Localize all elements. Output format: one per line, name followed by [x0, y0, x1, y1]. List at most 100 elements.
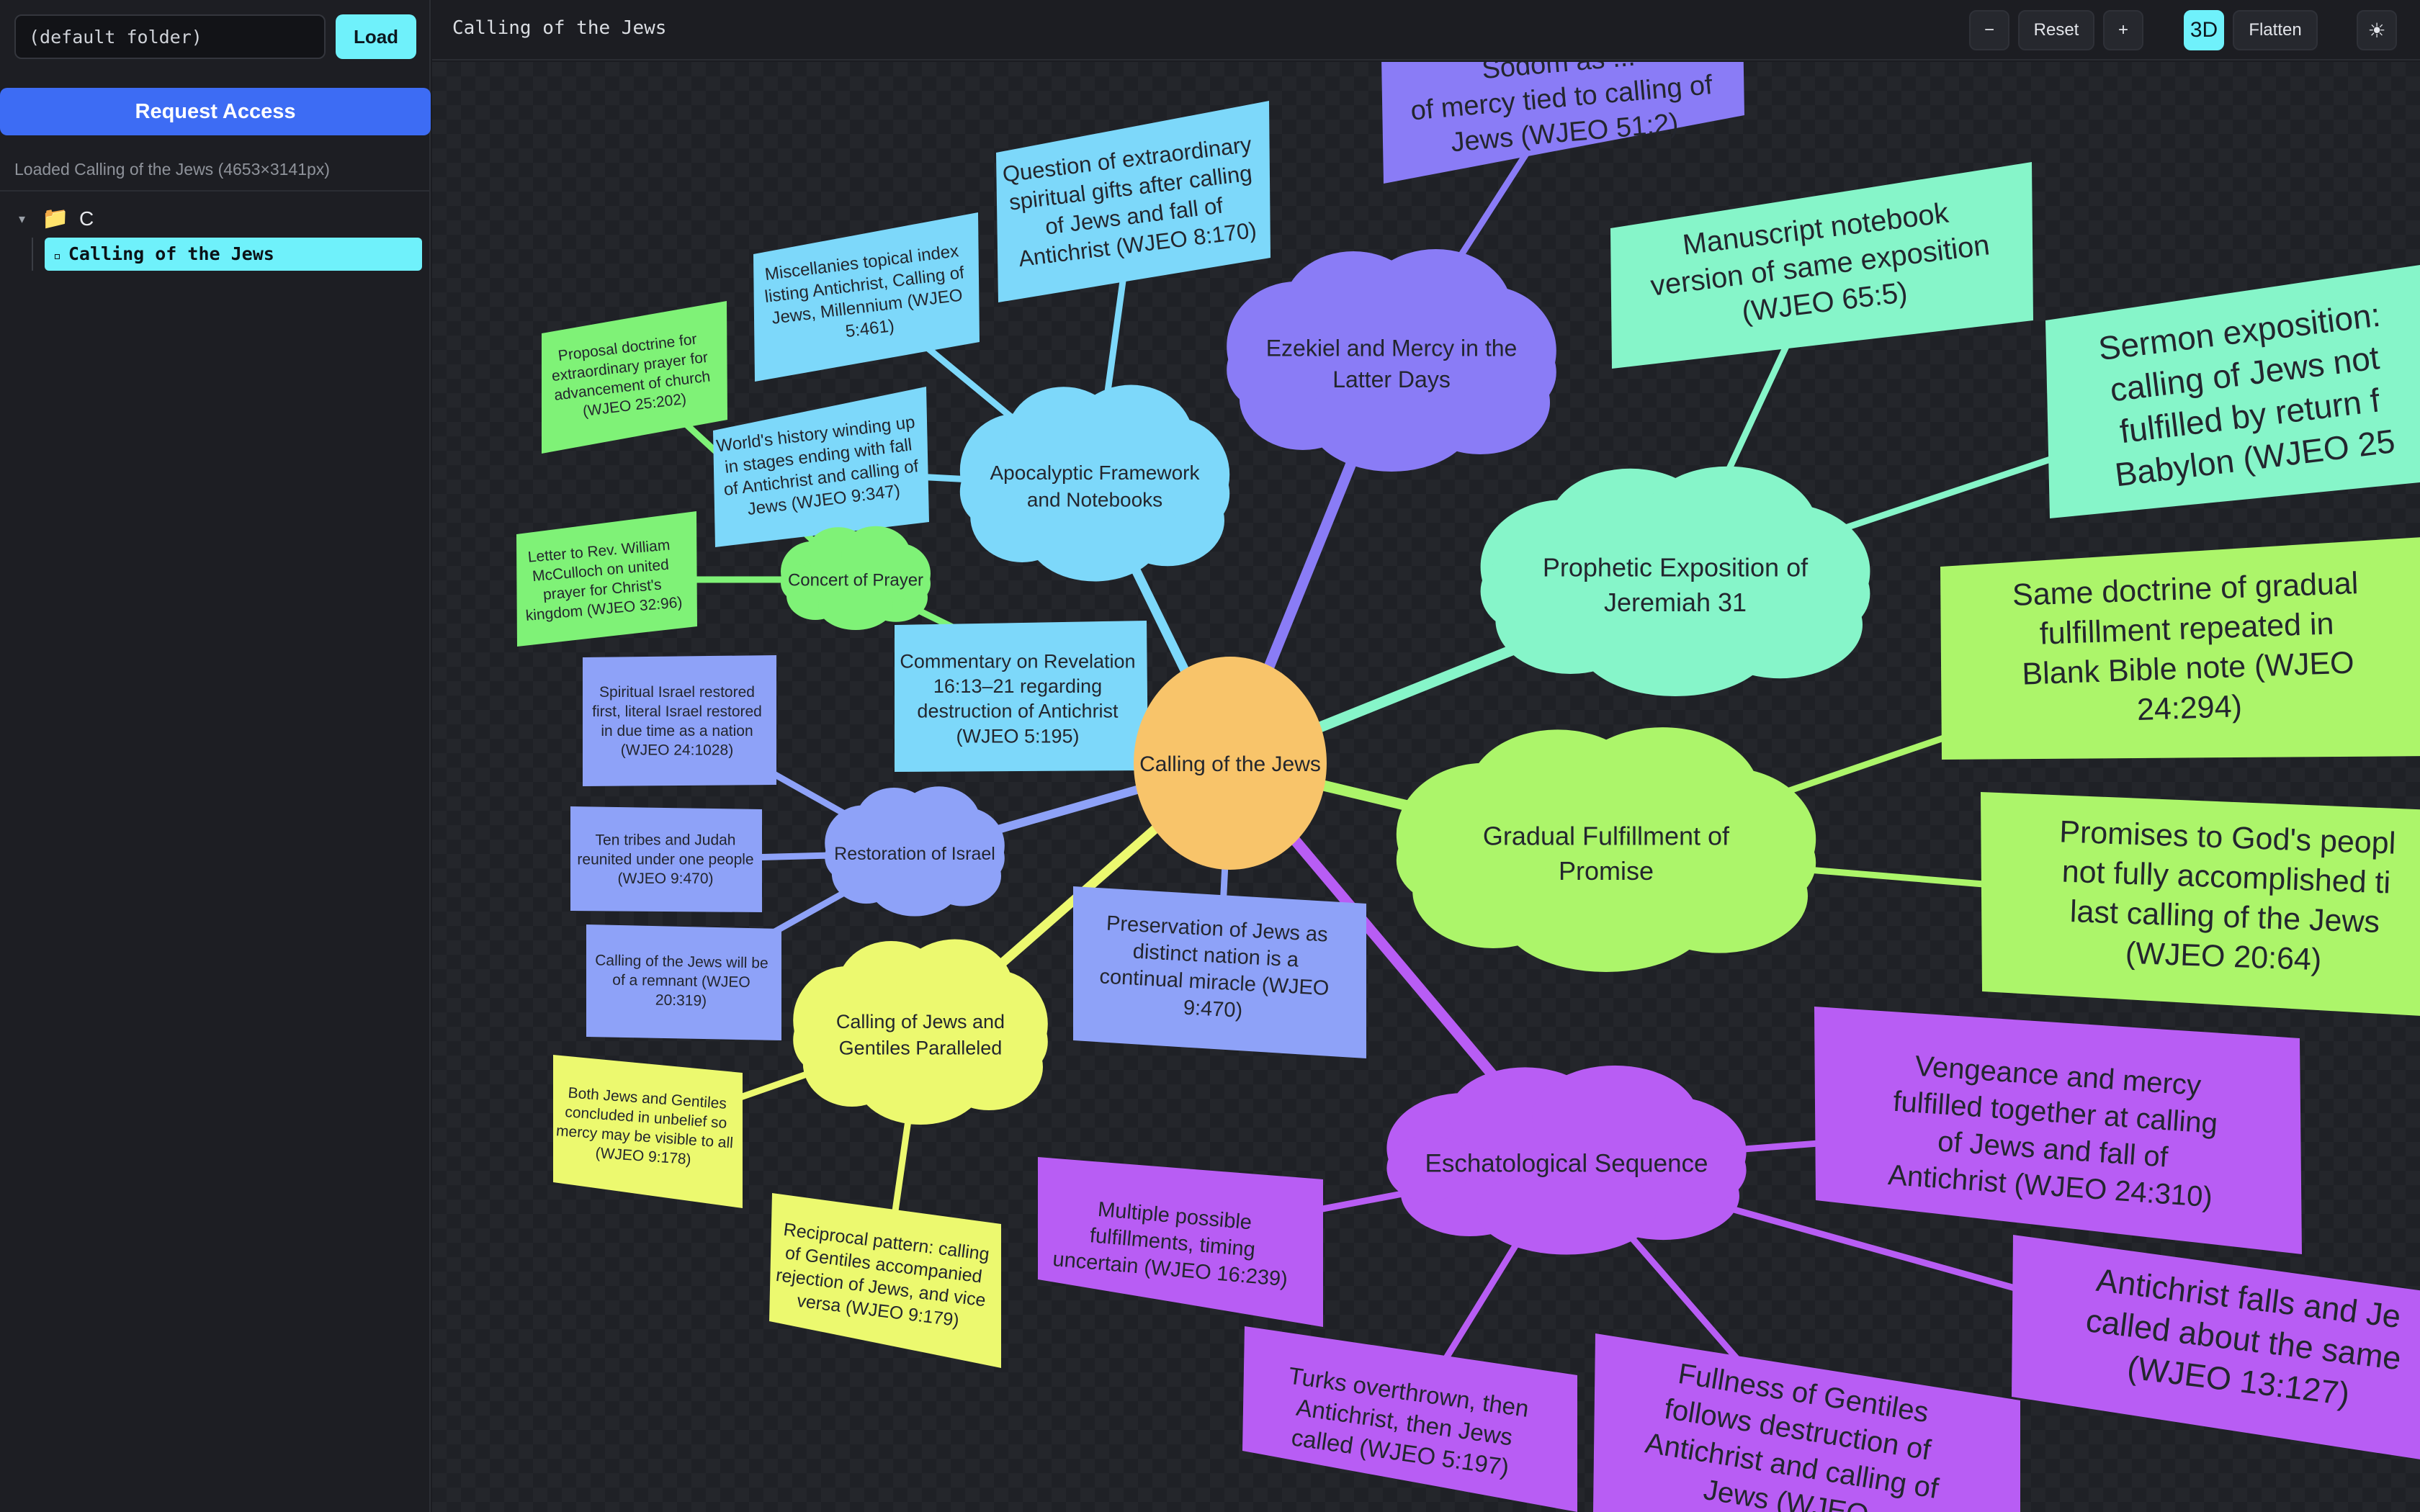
branch-label-line: Restoration of Israel [834, 844, 995, 864]
chevron-down-icon[interactable]: ▾ [19, 212, 26, 226]
load-button[interactable]: Load [336, 14, 416, 59]
leaf-node-sodom[interactable]: Sodom as ...of mercy tied to calling ofJ… [1381, 62, 1744, 184]
status-text: Loaded Calling of the Jews (4653×3141px) [14, 160, 330, 179]
leaf-card [1940, 537, 2420, 760]
leaf-node-vengeance[interactable]: Vengeance and mercyfulfilled together at… [1814, 1007, 2302, 1254]
leaf-card [1610, 162, 2033, 369]
leaf-node-turks[interactable]: Turks overthrown, thenAntichrist, then J… [1242, 1326, 1577, 1512]
leaf-node-letter[interactable]: Letter to Rev. WilliamMcCulloch on unite… [516, 511, 697, 647]
branch-label: Gradual Fulfillment of Promise [1483, 821, 1730, 886]
toolbar: Calling of the Jews − Reset + 3D Flatten… [432, 0, 2420, 60]
leaf-node-antichrist[interactable]: Antichrist falls and Jecalled about the … [2012, 1235, 2420, 1462]
leaf-text-line: (WJEO 20:64) [2125, 936, 2322, 977]
branch-label-line: Prophetic Exposition of [1543, 552, 1809, 582]
leaf-node-multiple[interactable]: Multiple possiblefulfillments, timingunc… [1038, 1157, 1323, 1327]
leaf-node-fullness[interactable]: Fullness of Gentilesfollows destruction … [1593, 1333, 2020, 1512]
cloud-shape [793, 939, 1048, 1125]
leaf-node-promises[interactable]: Promises to God's peoplnot fully accompl… [1981, 792, 2420, 1017]
leaf-card [1073, 886, 1366, 1058]
leaf-node-misc[interactable]: Miscellanies topical indexlisting Antich… [753, 212, 980, 382]
branch-label-line: Promise [1559, 856, 1654, 886]
leaf-text: Calling of the Jews will beof a remnant … [594, 952, 768, 1010]
zoom-out-button[interactable]: − [1969, 10, 2009, 50]
tree-folder-label[interactable]: C [79, 207, 94, 230]
folder-input[interactable] [14, 14, 326, 59]
cloud-shape [781, 526, 931, 631]
leaf-card [586, 924, 781, 1040]
leaf-node-blank[interactable]: Same doctrine of gradualfulfillment repe… [1940, 536, 2420, 760]
branch-label-line: Jeremiah 31 [1604, 588, 1747, 617]
center-label: Calling of the Jews [1139, 752, 1321, 776]
branch-label-line: Concert of Prayer [788, 570, 923, 590]
leaf-node-reciprocal[interactable]: Reciprocal pattern: callingof Gentiles a… [769, 1193, 1001, 1368]
leaf-text: World's history winding upin stages endi… [715, 413, 924, 522]
leaf-node-remnant[interactable]: Calling of the Jews will beof a remnant … [586, 924, 781, 1040]
cloud-shape [825, 786, 1005, 917]
leaf-card [1038, 1157, 1323, 1327]
leaf-node-proposal[interactable]: Proposal doctrine forextraordinary praye… [542, 301, 727, 454]
branch-node-restoration[interactable]: Restoration of Israel [825, 786, 1005, 917]
flatten-button[interactable]: Flatten [2233, 10, 2318, 50]
cloud-shape [1480, 466, 1870, 696]
branch-node-concert[interactable]: Concert of Prayer [781, 526, 931, 631]
leaf-card [1981, 792, 2420, 1016]
cloud-shape [1396, 727, 1816, 973]
leaf-card [769, 1193, 1001, 1368]
leaf-text-line: 24:294) [2136, 689, 2242, 727]
tree-item-calling-of-the-jews[interactable]: ▫Calling of the Jews [45, 238, 422, 271]
branch-label: Concert of Prayer [788, 570, 923, 590]
branch-label-line: Gradual Fulfillment of [1483, 821, 1730, 850]
leaf-text-line: 20:319) [655, 992, 707, 1009]
leaf-text-line: first, literal Israel restored [592, 703, 762, 720]
leaf-card [516, 511, 697, 647]
leaf-node-manuscript[interactable]: Manuscript notebookversion of same expos… [1610, 162, 2033, 369]
leaf-text-line: (WJEO 9:470) [617, 870, 713, 887]
branch-label: Restoration of Israel [834, 844, 995, 864]
leaf-node-history[interactable]: World's history winding upin stages endi… [713, 387, 929, 547]
leaf-card [2045, 264, 2420, 518]
leaf-node-both[interactable]: Both Jews and Gentilesconcluded in unbel… [553, 1055, 743, 1208]
branch-node-eschat[interactable]: Eschatological Sequence [1386, 1065, 1747, 1255]
request-access-button[interactable]: Request Access [0, 88, 431, 135]
sidebar: Load Request Access Loaded Calling of th… [0, 0, 431, 1512]
theme-toggle-icon[interactable]: ☀ [2357, 10, 2397, 50]
leaf-text-line: Ten tribes and Judah [596, 832, 736, 848]
leaf-node-gifts[interactable]: Question of extraordinaryspiritual gifts… [996, 101, 1270, 302]
leaf-card [542, 301, 727, 454]
center-node[interactable]: Calling of the Jews [1134, 657, 1327, 870]
leaf-node-sermon[interactable]: Sermon exposition:calling of Jews notful… [2045, 263, 2420, 518]
branch-node-jer[interactable]: Prophetic Exposition of Jeremiah 31 [1480, 466, 1870, 696]
zoom-in-button[interactable]: + [2103, 10, 2143, 50]
leaf-card [553, 1055, 743, 1208]
branch-label: Prophetic Exposition of Jeremiah 31 [1543, 552, 1809, 617]
branch-node-gradual[interactable]: Gradual Fulfillment of Promise [1396, 727, 1816, 973]
view-3d-toggle[interactable]: 3D [2184, 10, 2224, 50]
leaf-text-line: Calling of the Jews will be [595, 952, 768, 971]
branch-label-line: Ezekiel and Mercy in the [1266, 336, 1518, 361]
file-icon: ▫ [53, 248, 61, 264]
leaf-card [1242, 1326, 1577, 1512]
leaf-node-preservation[interactable]: Preservation of Jews asdistinct nation i… [1073, 886, 1366, 1058]
mindmap-canvas[interactable]: Sodom as ...of mercy tied to calling ofJ… [432, 62, 2420, 1512]
leaf-text-line: destruction of Antichrist [917, 701, 1119, 722]
leaf-card [583, 655, 776, 786]
reset-button[interactable]: Reset [2018, 10, 2094, 50]
leaf-text-line: of a remnant (WJEO [612, 972, 750, 991]
branch-label-line: Apocalyptic Framework [990, 462, 1201, 484]
branch-label-line: Calling of Jews and [836, 1011, 1005, 1032]
mindmap-svg: Sodom as ...of mercy tied to calling ofJ… [516, 62, 2420, 1512]
leaf-text: Question of extraordinaryspiritual gifts… [1001, 132, 1264, 272]
cloud-shape [1227, 249, 1556, 472]
leaf-text: Antichrist falls and Jecalled about the … [2079, 1261, 2408, 1418]
